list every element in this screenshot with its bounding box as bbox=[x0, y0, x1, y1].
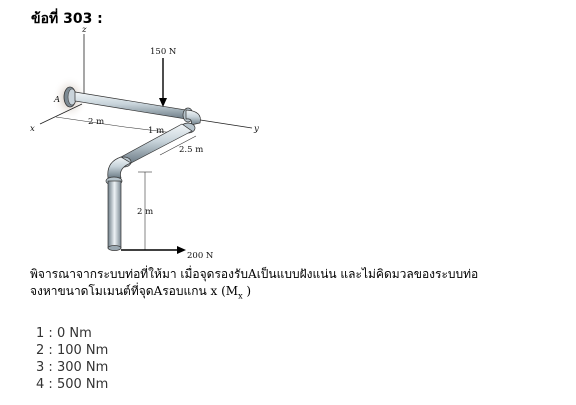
pipe-end-cap bbox=[107, 245, 122, 251]
pipe-segment-y bbox=[74, 91, 187, 120]
force-150n-arrow-head bbox=[159, 98, 167, 107]
question-subscript-x: x bbox=[238, 291, 243, 301]
dim-2-5m-label: 2.5 m bbox=[179, 145, 203, 155]
force-200n-arrow-head bbox=[177, 246, 186, 254]
force-150n-label: 150 N bbox=[150, 47, 177, 57]
answer-option-1[interactable]: 1 : 0 Nm bbox=[36, 326, 92, 341]
x-axis-label: x bbox=[30, 124, 35, 134]
question-line-2-suffix: ) bbox=[242, 284, 252, 298]
option-text: 100 Nm bbox=[56, 343, 109, 358]
dim-2m-x-label: 2 m bbox=[88, 117, 104, 127]
z-axis-label: z bbox=[81, 25, 87, 35]
option-text: 0 Nm bbox=[56, 326, 92, 341]
y-axis-label: y bbox=[253, 124, 259, 134]
pipe-system-figure: z x y 2 m 1 m A 2.5 m 2 m 150 N 200 N bbox=[30, 25, 259, 261]
answer-option-4[interactable]: 4 : 500 Nm bbox=[36, 377, 109, 392]
option-text: 300 Nm bbox=[56, 360, 109, 375]
question-line-2-prefix: จงหาขนาดโมเมนต์ที่จุดAรอบแกน x (M bbox=[30, 284, 239, 298]
question-number: ข้อที่ 303 : bbox=[31, 11, 103, 27]
x-axis-line bbox=[39, 103, 83, 125]
question-line-1: พิจารณาจากระบบท่อที่ให้มา เมื่อจุดรองรับ… bbox=[30, 267, 479, 281]
point-a-label: A bbox=[53, 95, 60, 105]
option-number: 3 bbox=[36, 360, 45, 375]
answer-options: 1 : 0 Nm 2 : 100 Nm 3 : 300 Nm 4 : 500 N… bbox=[36, 325, 108, 393]
answer-option-3[interactable]: 3 : 300 Nm bbox=[36, 360, 109, 375]
question-text: พิจารณาจากระบบท่อที่ให้มา เมื่อจุดรองรับ… bbox=[30, 266, 560, 304]
dim-2-5m-line bbox=[159, 135, 197, 156]
option-number: 1 bbox=[36, 326, 45, 341]
option-number: 2 bbox=[36, 343, 45, 358]
elbow-2 bbox=[107, 156, 132, 179]
answer-option-2[interactable]: 2 : 100 Nm bbox=[36, 343, 109, 358]
pipe-segment-z bbox=[107, 180, 122, 249]
option-number: 4 bbox=[36, 377, 45, 392]
force-200n-label: 200 N bbox=[187, 251, 214, 261]
option-text: 500 Nm bbox=[56, 377, 109, 392]
dim-1m-label: 1 m bbox=[148, 126, 164, 136]
question-line-2: จงหาขนาดโมเมนต์ที่จุดAรอบแกน x (Mx ) bbox=[30, 283, 560, 304]
dim-2m-z-label: 2 m bbox=[137, 207, 153, 217]
dim-2m-line bbox=[55, 116, 126, 128]
